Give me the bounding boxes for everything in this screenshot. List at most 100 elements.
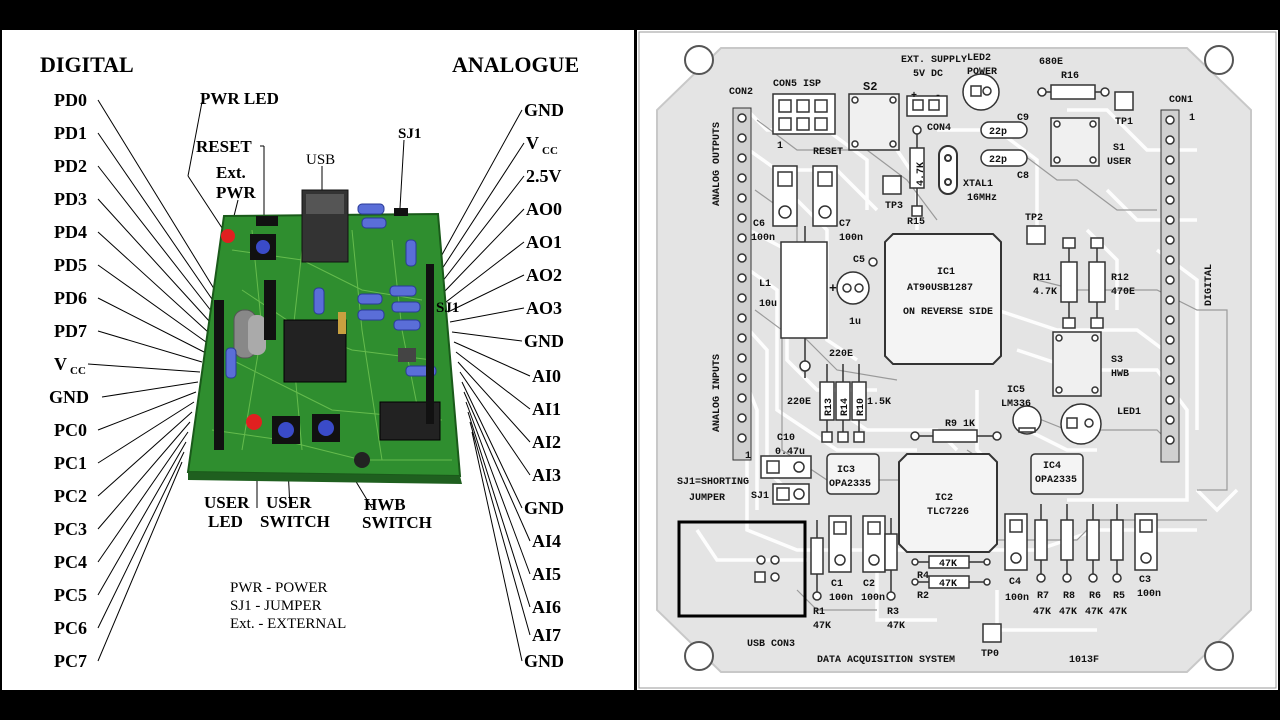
pin-pd7: PD7 — [54, 321, 87, 341]
label-r8v: 47K — [1059, 607, 1077, 618]
label-one-isp: 1 — [777, 141, 783, 152]
label-r3: R3 — [887, 607, 899, 618]
label-c7: C7 — [839, 219, 851, 230]
legend-sj1: SJ1 - JUMPER — [230, 598, 322, 614]
label-tp2: TP2 — [1025, 213, 1043, 224]
pin-pc7: PC7 — [54, 651, 87, 671]
callout-pwr: PWR — [216, 183, 256, 202]
crystal-xtal1 — [938, 145, 958, 195]
label-one-con2: 1 — [745, 451, 751, 462]
tp0-pad — [982, 623, 1002, 643]
resistors-r13-r14-r10 — [819, 364, 867, 443]
legend: PWR - POWER SJ1 - JUMPER Ext. - EXTERNAL — [230, 580, 346, 632]
callout-pwr-led: PWR LED — [200, 89, 279, 108]
label-con5: CON5 ISP — [773, 79, 821, 90]
inductor-l1 — [780, 226, 828, 378]
pin-pd0: PD0 — [54, 90, 87, 110]
label-plus-c5: + — [829, 281, 837, 296]
tp1-pad — [1114, 91, 1134, 111]
led1 — [1060, 403, 1102, 445]
label-ic4: IC4 — [1043, 461, 1061, 472]
label-s1: S1 — [1113, 143, 1125, 154]
label-opa-ic3: OPA2335 — [829, 479, 871, 490]
label-r11: R11 — [1033, 273, 1051, 284]
label-reset: RESET — [813, 147, 843, 158]
bottom-components — [810, 504, 1158, 601]
heading-digital: DIGITAL — [40, 52, 134, 77]
label-r12v: 470E — [1111, 287, 1135, 298]
label-r15: R15 — [907, 217, 925, 228]
label-r10: R10 — [856, 398, 867, 416]
callout-user-switch-2: SWITCH — [260, 512, 330, 531]
label-sj1-shorting: SJ1=SHORTING — [677, 477, 749, 488]
label-r6v: 47K — [1085, 607, 1103, 618]
label-r16: R16 — [1061, 71, 1079, 82]
mcu-chip — [283, 319, 347, 383]
label-l1v: 10u — [759, 299, 777, 310]
jumper-sj1 — [772, 483, 810, 505]
tp3-pad — [882, 175, 902, 195]
label-47k-r2: 47K — [939, 579, 957, 590]
label-5v: 5V DC — [913, 69, 943, 80]
pin-pc3: PC3 — [54, 519, 87, 539]
pin-vcc-left-sub: CC — [70, 365, 86, 377]
label-c6: C6 — [753, 219, 765, 230]
pcb-silkscreen-diagram: CON2 CON5 ISP S2 EXT. SUPPLY 5V DC + - L… — [638, 31, 1277, 689]
pin-gnd-a3: GND — [524, 498, 564, 518]
pin-pd1: PD1 — [54, 123, 87, 143]
pin-gnd-a1: GND — [524, 100, 564, 120]
label-minus: - — [935, 91, 941, 102]
label-c1: C1 — [831, 579, 843, 590]
con5-isp — [772, 93, 836, 135]
pin-pc5: PC5 — [54, 585, 87, 605]
pin-gnd-a2: GND — [524, 331, 564, 351]
caps-c8-c9 — [980, 121, 1028, 167]
label-220e-a: 220E — [829, 349, 853, 360]
pin-ai5: AI5 — [532, 564, 561, 584]
label-c5v: 1u — [849, 317, 861, 328]
label-das: DATA ACQUISITION SYSTEM — [817, 655, 955, 666]
pin-ai1: AI1 — [532, 399, 561, 419]
pin-pc4: PC4 — [54, 552, 87, 572]
label-r11v: 4.7K — [1033, 287, 1057, 298]
label-c10: C10 — [777, 433, 795, 444]
label-con1: CON1 — [1169, 95, 1193, 106]
label-c8: C8 — [1017, 171, 1029, 182]
resistor-r9 — [910, 429, 1002, 443]
pin-ao0: AO0 — [526, 199, 562, 219]
callout-sj1-top: SJ1 — [398, 126, 421, 142]
label-xtal1: XTAL1 — [963, 179, 993, 190]
ic3-opa2335 — [826, 453, 880, 495]
pin-ao2: AO2 — [526, 265, 562, 285]
cap-c5 — [836, 271, 870, 305]
label-16mhz: 16MHz — [967, 193, 997, 204]
mounting-holes — [684, 45, 1234, 671]
label-c5: C5 — [853, 255, 865, 266]
pin-ao1: AO1 — [526, 232, 562, 252]
ic2-tlc7226 — [898, 453, 998, 553]
label-r1: R1 — [813, 607, 825, 618]
label-c3: C3 — [1139, 575, 1151, 586]
legend-ext: Ext. - EXTERNAL — [230, 616, 346, 632]
legend-pwr: PWR - POWER — [230, 580, 328, 596]
label-opa-ic4: OPA2335 — [1035, 475, 1077, 486]
analogue-pin-labels: GND V CC 2.5V AO0 AO1 AO2 AO3 GND AI0 AI… — [524, 100, 564, 671]
led2-power — [962, 73, 1000, 111]
label-s2: S2 — [863, 80, 877, 94]
label-c3v: 100n — [1137, 589, 1161, 600]
cap-c10 — [760, 455, 812, 479]
pwr-led-part — [221, 229, 235, 243]
label-lm336: LM336 — [1001, 399, 1031, 410]
label-r7: R7 — [1037, 591, 1049, 602]
callout-usb: USB — [306, 152, 335, 168]
silkscreen-labels: CON2 CON5 ISP S2 EXT. SUPPLY 5V DC + - L… — [677, 53, 1215, 666]
pin-ai3: AI3 — [532, 465, 561, 485]
label-c4v: 100n — [1005, 593, 1029, 604]
label-tp3: TP3 — [885, 201, 903, 212]
label-power: POWER — [967, 67, 997, 78]
label-r12: R12 — [1111, 273, 1129, 284]
label-ic3: IC3 — [837, 465, 855, 476]
ic1-at90usb1287 — [868, 233, 1002, 365]
label-reverse: ON REVERSE SIDE — [903, 307, 993, 318]
pin-ao3: AO3 — [526, 298, 562, 318]
